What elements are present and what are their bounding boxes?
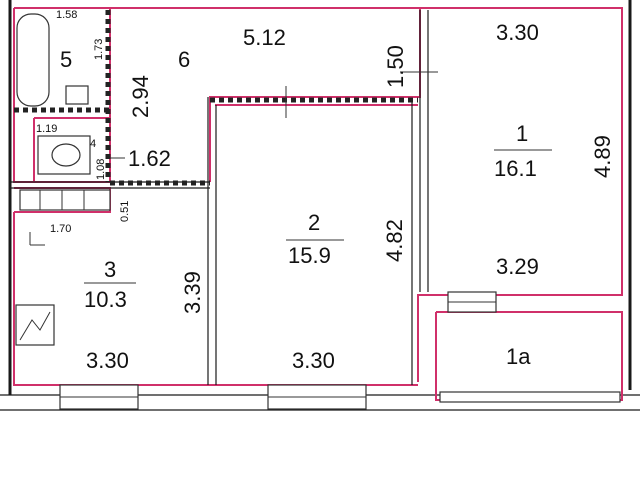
room-2-area: 15.9 [288,243,331,268]
room-6-doorway: 1.50 [383,45,408,88]
room-1-width-top: 3.30 [496,20,539,45]
room-5-height: 1.73 [93,39,105,60]
room-6-number: 6 [178,47,190,72]
room-1-area: 16.1 [494,156,537,181]
room-6-side: 1.62 [128,146,171,171]
room-4-number: 4 [90,138,96,150]
room-6-height: 2.94 [128,75,153,118]
dimension-ticks [110,71,438,159]
room-5-number: 5 [60,47,72,72]
room-2-height: 4.82 [382,219,407,262]
room-4-gap: 0.51 [119,201,131,222]
room-2-number: 2 [308,210,320,235]
room-3-area: 10.3 [84,287,127,312]
shelf-icon [19,189,111,211]
room-1a-number: 1a [506,344,531,369]
dashed-partitions [14,10,418,186]
room-3-top-dim: 1.70 [50,223,71,235]
door-swing-icon [29,232,45,246]
windows [59,291,621,410]
room-4-width: 1.19 [36,123,57,135]
room-1-height: 4.89 [590,135,615,178]
room-1-number: 1 [516,121,528,146]
room-2-width: 3.30 [292,348,335,373]
radiator-icon [15,304,55,346]
room-6-width: 5.12 [243,25,286,50]
room-3-width: 3.30 [86,348,129,373]
bathtub-icon [16,13,50,107]
sink-icon [65,85,89,105]
room-3-height: 3.39 [180,271,205,314]
toilet-icon [37,135,91,175]
room-5-width: 1.58 [56,9,77,21]
room-4-height: 1.08 [95,159,107,180]
room-3-number: 3 [104,257,116,282]
room-1-width-bottom: 3.29 [496,254,539,279]
